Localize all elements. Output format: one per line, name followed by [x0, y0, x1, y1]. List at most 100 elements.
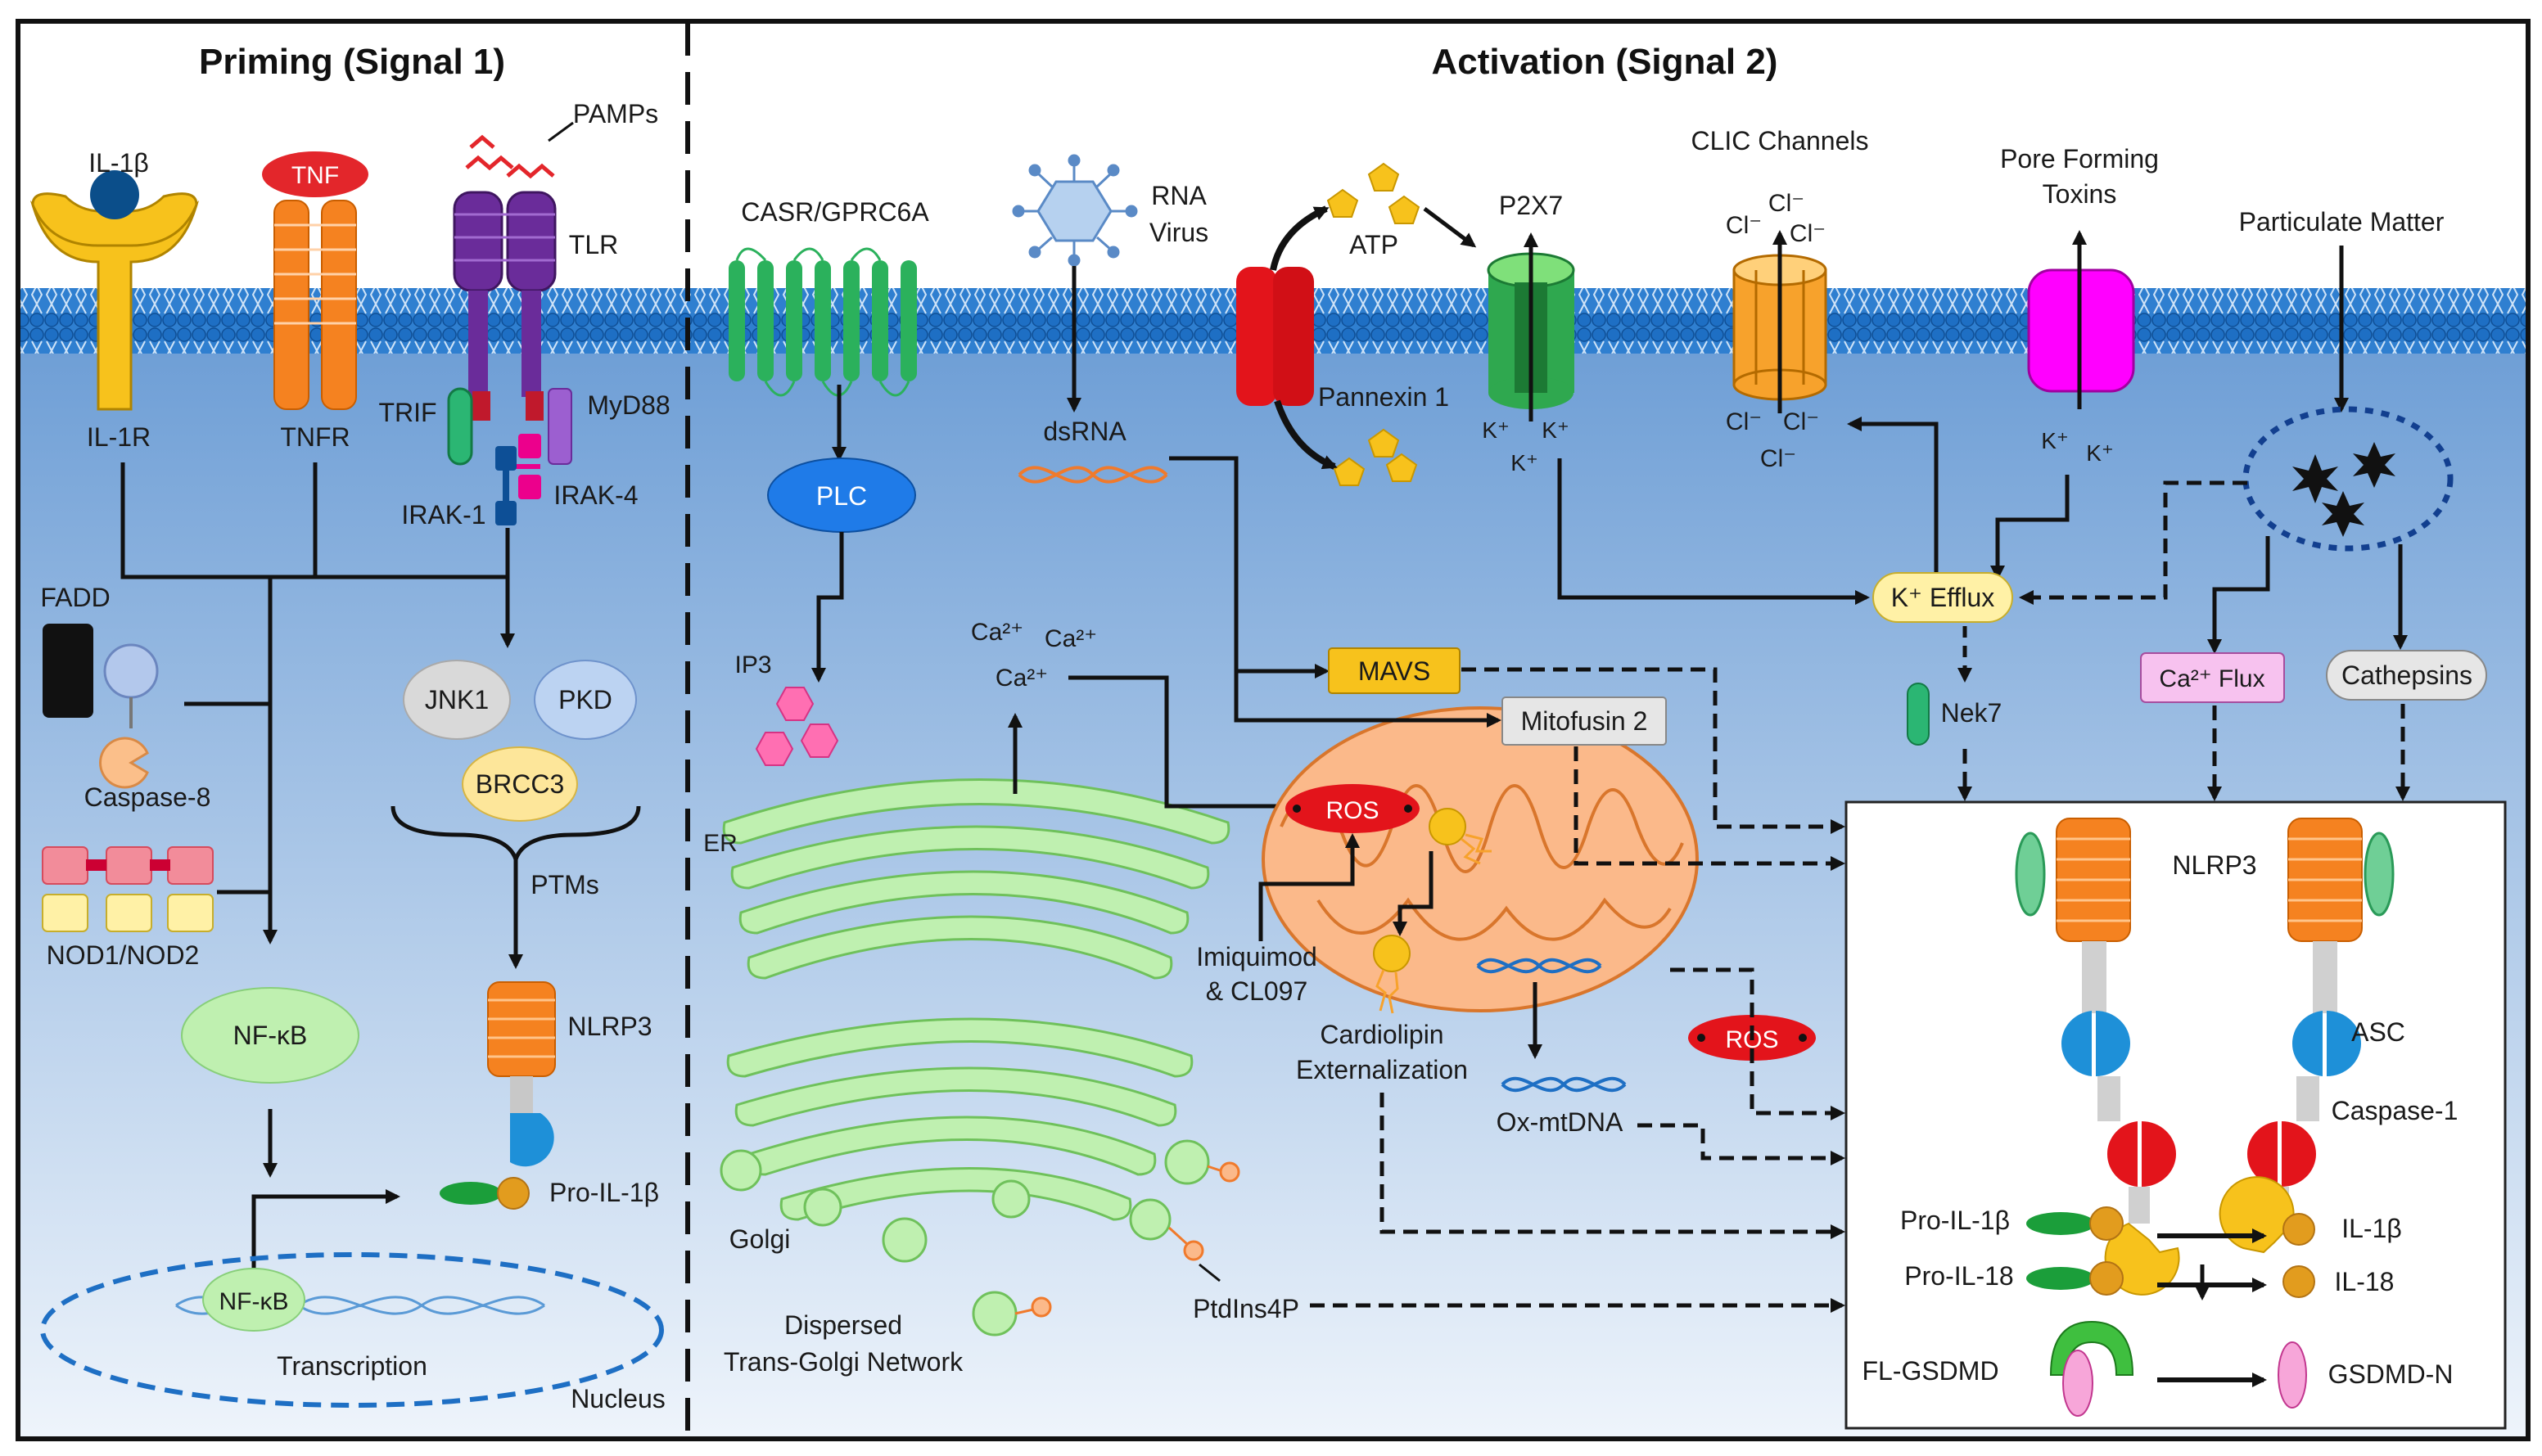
mavs-box	[1328, 647, 1461, 694]
il18-mature-label: IL-18	[2335, 1267, 2395, 1296]
irak1-label: IRAK-1	[401, 500, 485, 530]
ptms-label: PTMs	[531, 870, 599, 899]
tnf-label: TNF	[291, 162, 339, 189]
ca-label-b: Ca²⁺	[1045, 625, 1097, 652]
il1b-mature-label: IL-1β	[2341, 1214, 2402, 1243]
rna-virus-label-1: RNA	[1151, 181, 1207, 210]
pkd-label: PKD	[558, 685, 612, 714]
ca-flux-label: Ca²⁺ Flux	[2159, 665, 2264, 692]
clic-label: CLIC Channels	[1691, 126, 1869, 156]
fl-gsdmd-label: FL-GSDMD	[1862, 1356, 1998, 1386]
rna-virus-shape	[1012, 154, 1138, 267]
pamps-squiggle	[465, 134, 555, 179]
inflammasome-complex	[2015, 818, 2395, 1296]
k-efflux-box	[1872, 572, 2013, 623]
irak1-bottom	[495, 501, 517, 525]
jnk1-node	[403, 660, 511, 740]
caspase1-label: Caspase-1	[2332, 1096, 2458, 1125]
particulate-label: Particulate Matter	[2239, 207, 2445, 237]
nod-shape	[42, 846, 214, 932]
cl-label-f: Cl⁻	[1760, 445, 1796, 472]
pro-il1b-priming-label: Pro-IL-1β	[549, 1178, 659, 1207]
nek7-shape	[1907, 683, 1930, 746]
nek7-label: Nek7	[1941, 698, 2002, 728]
pro-il1b-activation-label: Pro-IL-1β	[1900, 1206, 2010, 1235]
priming-connectors	[120, 462, 641, 1297]
nfkb-label: NF-κB	[233, 1021, 308, 1050]
jnk1-label: JNK1	[425, 685, 489, 714]
atp-label: ATP	[1349, 230, 1398, 259]
cardiolipin-label-1: Cardiolipin	[1320, 1020, 1443, 1049]
cl-label-c: Cl⁻	[1790, 220, 1826, 247]
nlrp3-priming-shape	[487, 981, 556, 1167]
cl-label-d: Cl⁻	[1726, 408, 1762, 435]
tnfr-label: TNFR	[280, 422, 350, 452]
il1r-label: IL-1R	[87, 422, 151, 452]
atp-molecules	[1326, 162, 1420, 486]
fadd-domain	[103, 643, 159, 699]
asc-label: ASC	[2351, 1017, 2405, 1047]
cl-label-b: Cl⁻	[1768, 190, 1804, 217]
pannexin1-channel	[1236, 267, 1314, 406]
activation-title: Activation (Signal 2)	[1432, 42, 1778, 82]
dsrna-helix	[1018, 466, 1168, 484]
nfkb-node	[181, 987, 359, 1084]
dispersed-label-2: Trans-Golgi Network	[724, 1347, 964, 1377]
k-label-e: K⁺	[2086, 440, 2113, 466]
brcc3-label: BRCC3	[476, 769, 564, 799]
cardiolipin-label-2: Externalization	[1296, 1055, 1468, 1084]
casr-label: CASR/GPRC6A	[741, 197, 929, 227]
pro-il1b-shape	[2026, 1212, 2095, 1235]
pore-label-1: Pore Forming	[2000, 144, 2159, 174]
gsdmd-n-shape	[2278, 1341, 2307, 1409]
pro-il18-shape	[2026, 1267, 2095, 1290]
nfkb-nuclear-label: NF-κB	[219, 1288, 289, 1315]
nucleus-label: Nucleus	[571, 1384, 666, 1413]
irak1-top	[495, 446, 517, 471]
dispersed-label-1: Dispersed	[784, 1310, 902, 1340]
particle-stars	[2292, 442, 2395, 537]
myd88-label: MyD88	[587, 390, 670, 420]
gsdmd-c-shape	[2049, 1320, 2134, 1376]
ox-mtdna-label: Ox-mtDNA	[1497, 1107, 1623, 1137]
gsdmd-n-label: GSDMD-N	[2328, 1359, 2454, 1389]
mtdna-helix	[1476, 958, 1602, 974]
trif-label: TRIF	[378, 398, 436, 427]
myd88-shape	[548, 388, 572, 465]
pro-il18-label: Pro-IL-18	[1904, 1261, 2013, 1291]
pannexin-label: Pannexin 1	[1318, 382, 1449, 412]
cathepsins-label: Cathepsins	[2341, 660, 2472, 690]
k-label-c: K⁺	[1510, 450, 1537, 476]
er-label: ER	[703, 830, 738, 857]
nlrp3-activation-label: NLRP3	[2172, 850, 2256, 880]
phagosome-outline	[2242, 406, 2454, 552]
cardiolipin-outer	[1373, 935, 1411, 972]
tlr-receptor	[453, 191, 557, 421]
il1r-receptor	[29, 170, 200, 411]
ros-node	[1285, 784, 1420, 833]
fadd-label: FADD	[40, 583, 110, 612]
dashed-arrows	[1310, 667, 2410, 1313]
irak4-top	[518, 434, 541, 458]
irak4-label: IRAK-4	[553, 480, 638, 510]
dsrna-label: dsRNA	[1043, 417, 1127, 446]
brcc3-node	[462, 746, 578, 822]
imiquimod-label-2: & CL097	[1206, 976, 1308, 1006]
rna-virus-label-2: Virus	[1149, 218, 1208, 247]
ip3-molecules	[755, 687, 839, 766]
ca-label-a: Ca²⁺	[971, 619, 1023, 646]
trif-shape	[447, 387, 473, 466]
nfkb-nuclear-node	[202, 1268, 305, 1332]
ptdins4p-label: PtdIns4P	[1193, 1294, 1299, 1323]
k-label-a: K⁺	[1482, 417, 1509, 443]
k-label-b: K⁺	[1542, 417, 1569, 443]
ca-label-c: Ca²⁺	[996, 665, 1048, 692]
mitofusin-label: Mitofusin 2	[1521, 706, 1648, 736]
cathepsins-box	[2326, 650, 2487, 701]
nlrp3-priming-label: NLRP3	[567, 1012, 652, 1041]
pkd-node	[534, 660, 637, 740]
golgi-label: Golgi	[729, 1224, 791, 1254]
mavs-label: MAVS	[1358, 656, 1430, 686]
